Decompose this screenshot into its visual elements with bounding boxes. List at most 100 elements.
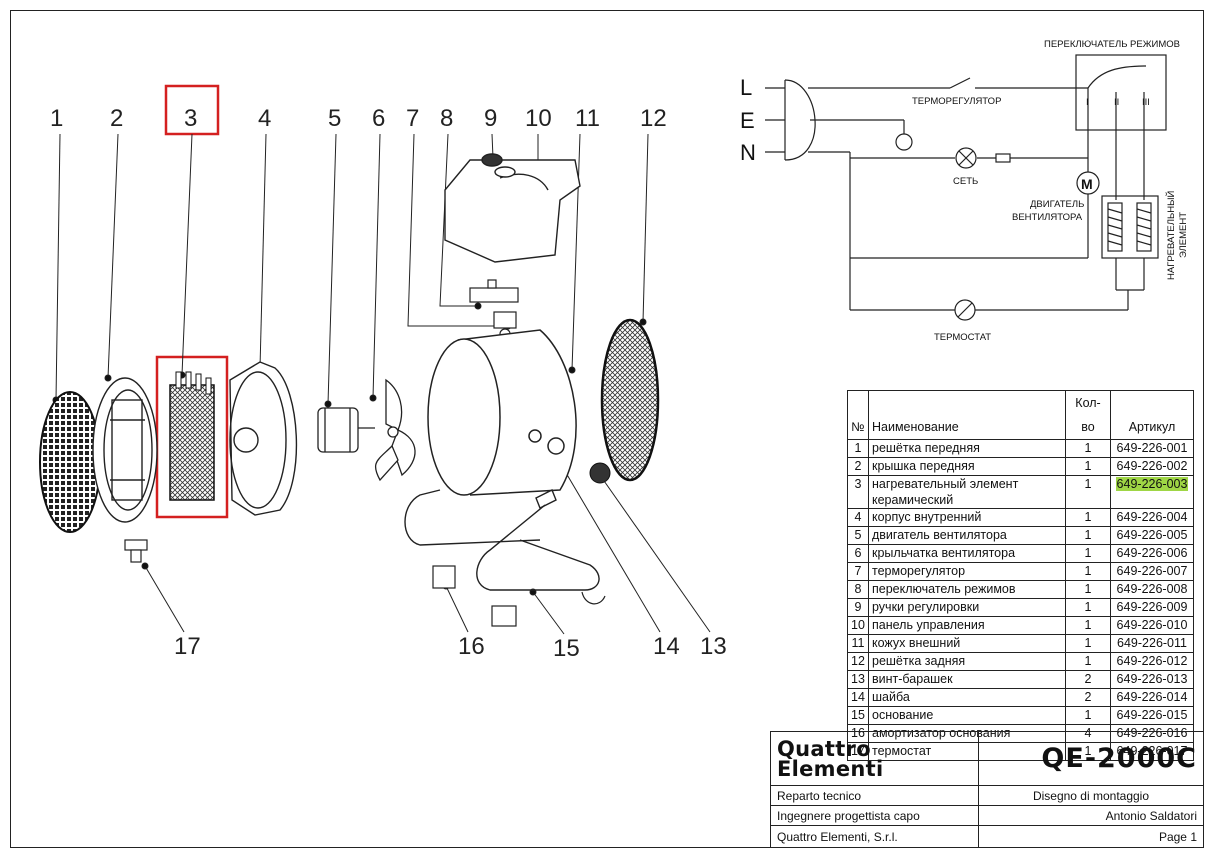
role: Ingegnere progettista capo: [770, 805, 979, 826]
fan-motor-label-2: ВЕНТИЛЯТОРА: [1012, 212, 1083, 223]
part-3-ceramic-heating-element: [169, 371, 215, 501]
callout-13: 13: [700, 633, 727, 660]
cell-name: крышка передняя: [868, 457, 1066, 476]
thermoregulator-label: ТЕРМОРЕГУЛЯТОР: [912, 96, 1001, 107]
cell-no: 9: [847, 598, 869, 617]
callout-6: 6: [372, 105, 385, 132]
header-name: Наименование: [868, 390, 1066, 440]
cell-article: 649-226-007: [1110, 562, 1194, 581]
part-13-wing-screw: [589, 462, 611, 484]
cell-no: 13: [847, 670, 869, 689]
header-article: Артикул: [1110, 390, 1194, 440]
callout-5: 5: [328, 105, 341, 132]
cell-name: переключатель режимов: [868, 580, 1066, 599]
cell-article: 649-226-004: [1110, 508, 1194, 527]
callout-16: 16: [458, 633, 485, 660]
part-12-rear-grille: [600, 318, 660, 482]
cell-no: 14: [847, 688, 869, 707]
drawing-frame: [10, 10, 1204, 848]
cell-no: 11: [847, 634, 869, 653]
part-4-inner-housing: [229, 361, 298, 516]
cell-name: кожух внешний: [868, 634, 1066, 653]
cell-article: 649-226-014: [1110, 688, 1194, 707]
callout-14: 14: [653, 633, 680, 660]
cell-article: 649-226-005: [1110, 526, 1194, 545]
mode-switch-label: ПЕРЕКЛЮЧАТЕЛЬ РЕЖИМОВ: [1044, 39, 1180, 50]
cell-qty: 2: [1065, 670, 1111, 689]
cell-qty: 1: [1065, 526, 1111, 545]
cell-no: 7: [847, 562, 869, 581]
svg-text:M: M: [1081, 176, 1093, 192]
callout-3: 3: [184, 105, 197, 132]
leader-lines: [52, 133, 711, 635]
cell-qty: 1: [1065, 475, 1111, 509]
cell-qty: 1: [1065, 652, 1111, 671]
cell-no: 5: [847, 526, 869, 545]
mode-switch-box: [1075, 54, 1167, 131]
callout-1: 1: [50, 105, 63, 132]
cell-qty: 1: [1065, 439, 1111, 458]
cell-article: 649-226-015: [1110, 706, 1194, 725]
title-block: Quattro Elementi QE-2000C Reparto tecnic…: [770, 731, 1205, 848]
cell-no: 15: [847, 706, 869, 725]
cell-qty: 1: [1065, 457, 1111, 476]
cell-qty: 2: [1065, 688, 1111, 707]
callout-9: 9: [484, 105, 497, 132]
part-17-thermostat: [124, 539, 148, 563]
heating-coil-1: [1107, 202, 1123, 252]
cell-qty: 1: [1065, 706, 1111, 725]
callout-2: 2: [110, 105, 123, 132]
ground-icon: [895, 133, 913, 151]
cell-qty: 1: [1065, 616, 1111, 635]
cell-article: 649-226-009: [1110, 598, 1194, 617]
callout-numbers: 1 2 3 4 5 6 7 8 9 10 11 12 13 14 15 16 1…: [50, 105, 727, 662]
cell-article: 649-226-002: [1110, 457, 1194, 476]
part-5-fan-motor: [317, 407, 375, 453]
thermoregulator-contact: [949, 77, 971, 89]
heating-coil-2: [1136, 202, 1152, 252]
part-6-fan-impeller: [375, 378, 416, 482]
cell-name: решётка задняя: [868, 652, 1066, 671]
cell-name: винт-барашек: [868, 670, 1066, 689]
cell-no: 1: [847, 439, 869, 458]
part-11-outer-shell: [427, 329, 577, 496]
header-no: №: [847, 390, 869, 440]
heating-element-box: [1101, 195, 1159, 259]
cell-no: 12: [847, 652, 869, 671]
cell-no: 4: [847, 508, 869, 527]
thermostat-label: ТЕРМОСТАТ: [934, 332, 991, 343]
svg-text:I: I: [1086, 97, 1089, 108]
cell-qty: 1: [1065, 598, 1111, 617]
fan-motor-label-1: ДВИГАТЕЛЬ: [1030, 199, 1084, 210]
cell-article: 649-226-010: [1110, 616, 1194, 635]
drawing-type: Disegno di montaggio: [977, 785, 1205, 806]
callout-11: 11: [575, 105, 600, 132]
cell-article: 649-226-001: [1110, 439, 1194, 458]
cell-name: двигатель вентилятора: [868, 526, 1066, 545]
cell-name: шайба: [868, 688, 1066, 707]
mains-lamp-icon: [955, 147, 977, 169]
cell-qty: 1: [1065, 508, 1111, 527]
parts-table-header: № Наименование Кол-во Артикул: [847, 390, 1194, 440]
cell-name: панель управления: [868, 616, 1066, 635]
cell-name: терморегулятор: [868, 562, 1066, 581]
cell-name: решётка передняя: [868, 439, 1066, 458]
highlighted-article: 649-226-003: [1115, 477, 1189, 491]
engineer-name: Antonio Saldatori: [977, 805, 1205, 826]
cell-qty: 1: [1065, 580, 1111, 599]
header-qty: Кол-во: [1065, 390, 1111, 440]
department: Reparto tecnico: [770, 785, 979, 806]
callout-10: 10: [525, 105, 552, 132]
